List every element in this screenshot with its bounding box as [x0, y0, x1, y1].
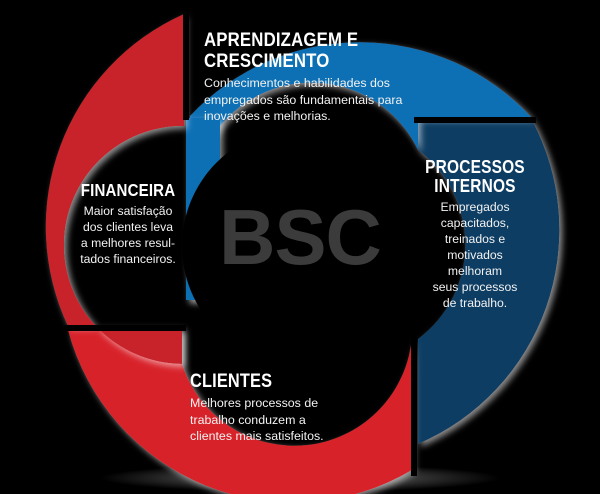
segment-body-financeira: Maior satisfação dos clientes leva a mel… [80, 204, 176, 266]
segment-label-aprendizagem-crescimento: APRENDIZAGEM E CRESCIMENTO Conhecimentos… [204, 30, 444, 125]
segment-title-aprendizagem-crescimento: APRENDIZAGEM E CRESCIMENTO [204, 29, 359, 72]
inner-hub [182, 128, 418, 364]
segment-body-processos-internos: Empregados capacitados, treinados e moti… [432, 200, 518, 310]
segment-label-financeira: FINANCEIRA Maior satisfação dos clientes… [72, 180, 184, 267]
segment-financeira[interactable] [45, 14, 184, 364]
petal-separators [64, 14, 536, 476]
segment-processos-internos[interactable] [418, 120, 560, 444]
segment-body-clientes: Melhores processos de trabalho conduzem … [190, 396, 324, 443]
segment-title-clientes: CLIENTES [190, 371, 273, 392]
segment-title-financeira: FINANCEIRA [80, 180, 176, 200]
segment-body-aprendizagem-crescimento: Conhecimentos e habilidades dos empregad… [204, 76, 403, 123]
segment-clientes[interactable] [68, 330, 412, 494]
segment-label-clientes: CLIENTES Melhores processos de trabalho … [190, 372, 410, 445]
segment-title-processos-internos: PROCESSOS INTERNOS [425, 157, 525, 196]
center-label-bsc: BSC [219, 193, 382, 281]
segment-label-processos-internos: PROCESSOS INTERNOS Empregados capacitado… [414, 158, 536, 311]
